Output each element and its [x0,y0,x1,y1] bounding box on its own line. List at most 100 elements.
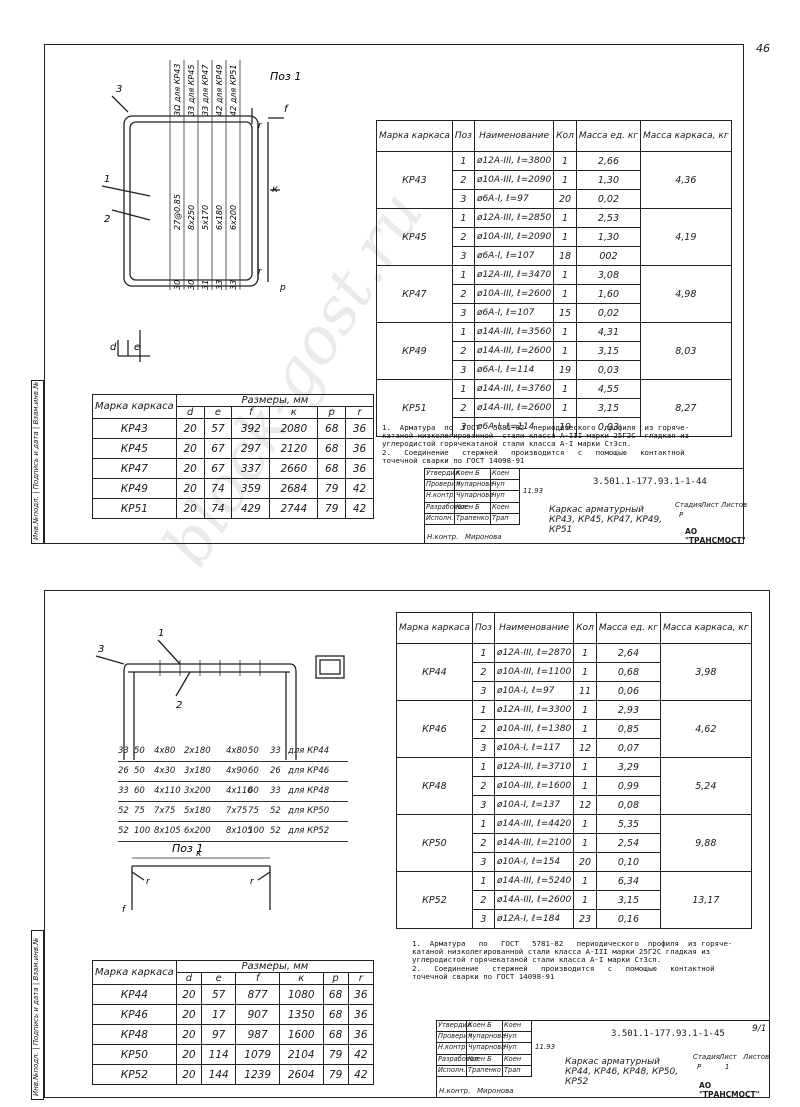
spec-name: ø12А-ІІІ, ℓ=2870 [493,643,575,663]
bar-dimension-value: 4x110 [154,786,181,796]
role-name: Коен Б [467,1054,503,1065]
spec-unit-mass: 2,93 [595,700,662,720]
bar-dimension-value: 100 [248,826,265,836]
sheet-value: 1 [725,1063,730,1071]
dims-p: 68 [322,984,349,1005]
spec-name: ø6А-І, ℓ=107 [473,303,555,323]
dims-e: 17 [200,1004,237,1025]
role-title: Утвердил [437,1021,471,1032]
spec-name: ø12А-ІІІ, ℓ=3470 [473,265,555,285]
dims-d: 20 [175,1044,202,1065]
spec-name: ø6А-І, ℓ=107 [473,246,555,266]
spec-mark: КР43 [376,151,453,209]
role-signature: Трап [503,1065,532,1076]
callout-2-s2: 2 [176,700,182,711]
role-signature: Коен [491,469,520,480]
spec-unit-mass: 0,02 [575,189,642,209]
dims-k: 2660 [269,458,319,479]
dims-mark: КР46 [92,1004,177,1025]
nkontr-role: Н.контр. [427,533,459,541]
spec-name: ø14А-ІІІ, ℓ=5240 [493,871,575,891]
role-title: Проверил [425,480,460,491]
dims-e: 144 [200,1064,237,1085]
spec-pos: 2 [451,341,475,361]
spec-mark: КР48 [396,757,473,815]
spec-qty: 1 [573,757,597,777]
spec-unit-mass: 0,02 [575,303,642,323]
bar-dimension-value: 33 [270,786,281,796]
dims-k: 2080 [269,418,319,439]
dims-mark: КР47 [92,458,177,479]
spec-total-mass: 4,19 [640,208,732,266]
dims-d: 20 [175,458,205,479]
callout-3: 3 [116,84,122,95]
spec-header-mark: Марка каркаса [396,612,473,644]
spec-header-mark: Марка каркаса [376,120,453,152]
dims-mark: КР44 [92,984,177,1005]
notes-1: 1. Арматура по ГОСТ 5781-82 периодическо… [382,423,690,465]
sheets-label: Листов [721,501,748,509]
spec-total-mass: 4,62 [660,700,752,758]
nkontr-name: Миронова [477,1087,514,1095]
dim-f-label-s2: f [122,905,127,915]
nkontr-role: Н.контр. [439,1087,471,1095]
role-name: Коен Б [455,502,491,513]
role-signature: Трап [491,513,520,524]
bar-dimension-value: для КР52 [288,826,330,836]
bar-dimension-value: для КР50 [288,806,330,816]
spec-header-pos: Поз [451,120,475,152]
spec-qty: 1 [573,890,597,910]
spec-header-qty: Кол [553,120,577,152]
dims-r: 36 [347,1004,375,1025]
spec-pos: 2 [451,227,475,247]
role-title: Утвердил [425,469,459,480]
dims-mark: КР50 [92,1044,177,1065]
role-signature: Коен [503,1054,532,1065]
dims-mark: КР49 [92,478,177,499]
bar-dimension-value: 26 [270,766,281,776]
stage-label: Стадия [693,1053,720,1061]
spec-mark: КР44 [396,643,473,701]
organization: АО "ТРАНСМОСТ" [699,1081,760,1099]
spec-header-qty: Кол [573,612,597,644]
dims-p: 79 [322,1064,349,1085]
bar-dimension-value: 33 [270,746,281,756]
dims-mark: КР51 [92,498,177,519]
spec-pos: 3 [451,303,475,323]
spec-total-mass: 13,17 [660,871,752,929]
spec-table-2: Марка каркаса Поз Наименование Кол Масса… [396,612,752,929]
spec-unit-mass: 3,08 [575,265,642,285]
dims-k: 2120 [269,438,319,459]
spec-pos: 3 [471,852,495,872]
spec-qty: 1 [553,398,577,418]
dims-r: 42 [347,1064,375,1085]
spec-unit-mass: 2,53 [575,208,642,228]
dim-p-label: р [279,283,286,293]
spec-pos: 3 [471,681,495,701]
vertical-dim-top: 42 для КР51 [229,65,238,116]
stage-label: Стадия [675,501,702,509]
dims-d: 20 [175,438,205,459]
spec-qty: 1 [553,284,577,304]
sheet-label: Лист [719,1053,737,1061]
dims-f: 429 [231,498,271,519]
sheet-label: Лист [701,501,719,509]
notes-2: 1. Арматура по ГОСТ 5781-82 периодическо… [412,939,733,981]
dims-header-f: f [231,406,271,419]
spec-header-pos: Поз [471,612,495,644]
bar-dimension-value: 8x105 [226,826,253,836]
dims-d: 20 [175,1024,202,1045]
